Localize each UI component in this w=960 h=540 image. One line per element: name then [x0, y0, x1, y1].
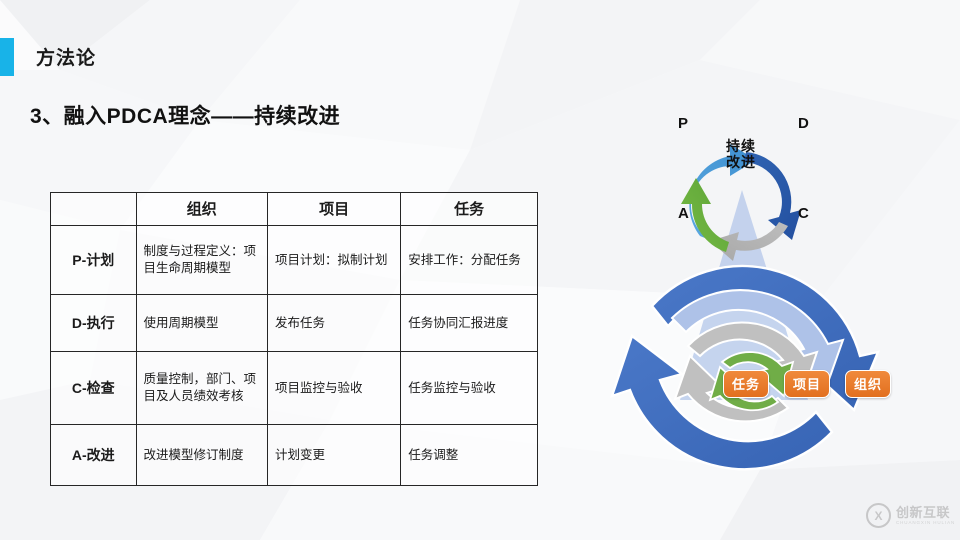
pdca-arrow-plan	[689, 144, 756, 240]
pdca-label-p: P	[678, 115, 689, 132]
cell-do-organization: 使用周期模型	[135, 294, 268, 352]
watermark: X 创新互联 CHUANGXIN HULIAN	[866, 503, 955, 528]
cell-do-task: 任务协同汇报进度	[400, 294, 538, 352]
watermark-name-cn: 创新互联	[896, 504, 951, 520]
pdca-arrow-do	[744, 152, 801, 240]
watermark-logo-icon: X	[866, 503, 891, 528]
cell-check-organization: 质量控制，部门、项目及人员绩效考核	[135, 351, 268, 425]
column-header-organization: 组织	[135, 192, 268, 226]
row-header-plan: P-计划	[50, 225, 137, 295]
pdca-label-a: A	[678, 205, 689, 222]
chip-task: 任务	[723, 370, 770, 398]
pdca-diagram: P D A C 持续 改进 任务 项目 组织	[560, 60, 960, 530]
cell-act-task: 任务调整	[400, 424, 538, 486]
chip-project: 项目	[784, 370, 831, 398]
cell-plan-organization: 制度与过程定义：项目生命周期模型	[135, 225, 268, 295]
pdca-matrix-table: 组织 项目 任务 P-计划 制度与过程定义：项目生命周期模型 项目计划：拟制计划…	[50, 192, 538, 486]
pdca-arrow-check	[710, 222, 788, 261]
table-row: A-改进 改进模型修订制度 计划变更 任务调整	[50, 424, 538, 486]
table-row: D-执行 使用周期模型 发布任务 任务协同汇报进度	[50, 294, 538, 352]
row-header-check: C-检查	[50, 351, 137, 425]
row-header-act: A-改进	[50, 424, 137, 486]
pdca-diagram-graphic	[610, 144, 880, 471]
chip-organization: 组织	[845, 370, 892, 398]
column-header-project: 项目	[266, 192, 402, 226]
pdca-arrow-act	[681, 178, 729, 252]
column-header-task: 任务	[400, 192, 538, 226]
row-header-do: D-执行	[50, 294, 137, 352]
watermark-name-en: CHUANGXIN HULIAN	[896, 519, 956, 525]
page-title: 3、融入PDCA理念——持续改进	[30, 105, 341, 128]
watermark-text: 创新互联 CHUANGXIN HULIAN	[896, 506, 955, 526]
pdca-center-text: 持续 改进	[706, 138, 776, 170]
column-header-blank	[50, 192, 137, 226]
pdca-center-line-1: 持续	[726, 138, 756, 154]
cell-do-project: 发布任务	[266, 294, 402, 352]
cell-act-organization: 改进模型修订制度	[135, 424, 268, 486]
table-row: P-计划 制度与过程定义：项目生命周期模型 项目计划：拟制计划 安排工作：分配任…	[50, 225, 538, 295]
pdca-label-d: D	[798, 115, 809, 132]
pdca-label-c: C	[798, 205, 809, 222]
cell-plan-project: 项目计划：拟制计划	[266, 225, 402, 295]
section-accent-bar	[0, 38, 14, 76]
cell-act-project: 计划变更	[266, 424, 402, 486]
cell-plan-task: 安排工作：分配任务	[400, 225, 538, 295]
cell-check-project: 项目监控与验收	[266, 351, 402, 425]
pdca-center-line-2: 改进	[726, 153, 756, 170]
table-header-row: 组织 项目 任务	[50, 192, 538, 226]
section-label: 方法论	[36, 48, 97, 69]
table-row: C-检查 质量控制，部门、项目及人员绩效考核 项目监控与验收 任务监控与验收	[50, 351, 538, 425]
cell-check-task: 任务监控与验收	[400, 351, 538, 425]
